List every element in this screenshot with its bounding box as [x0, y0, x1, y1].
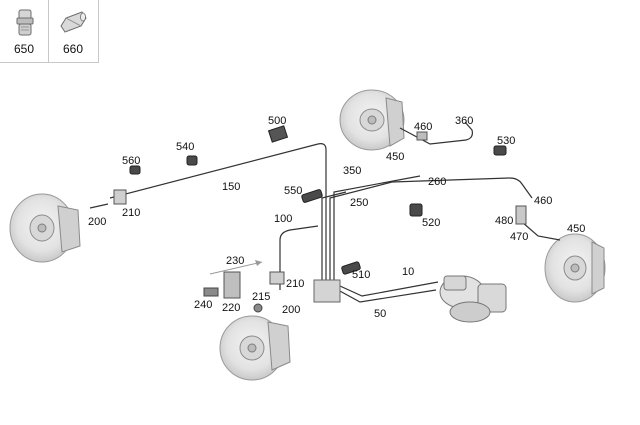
callout-550[interactable]: 550	[284, 185, 302, 197]
callout-labels: 500 540 560 150 210 200 460 360 450 530 …	[88, 115, 585, 320]
brake-line-150	[109, 143, 327, 282]
plug-icon[interactable]	[15, 8, 35, 38]
bracket-220[interactable]	[223, 271, 241, 299]
connector-480[interactable]	[515, 205, 527, 225]
accessory-parts-panel: 650 660	[0, 0, 99, 63]
master-cylinder[interactable]	[439, 275, 507, 323]
callout-200-left[interactable]: 200	[88, 216, 106, 228]
brake-disc-rear-right[interactable]	[544, 233, 606, 303]
bolt-215[interactable]	[253, 303, 263, 313]
callout-260[interactable]: 260	[428, 176, 446, 188]
brake-line-350	[333, 175, 421, 282]
callout-540[interactable]: 540	[176, 141, 194, 153]
callout-470[interactable]: 470	[510, 231, 528, 243]
brake-line-360	[399, 121, 473, 145]
bolt-240[interactable]	[203, 287, 219, 297]
distribution-block[interactable]	[313, 279, 341, 303]
callout-230[interactable]: 230	[226, 255, 244, 267]
brake-line-450b	[521, 221, 561, 241]
callout-200-center[interactable]: 200	[282, 304, 300, 316]
connector-460a[interactable]	[416, 131, 428, 141]
callout-215[interactable]: 215	[252, 291, 270, 303]
callout-500[interactable]: 500	[268, 115, 286, 127]
clip-510[interactable]	[341, 261, 361, 275]
panel-divider	[48, 0, 49, 62]
arrow-230	[209, 260, 263, 275]
clip-530[interactable]	[493, 145, 507, 156]
brake-disc-rear-left[interactable]	[219, 315, 291, 381]
callout-210-center[interactable]: 210	[286, 278, 304, 290]
callout-150[interactable]: 150	[222, 181, 240, 193]
callout-460-top[interactable]: 460	[414, 121, 432, 133]
callout-520[interactable]: 520	[422, 217, 440, 229]
callout-450-top[interactable]: 450	[386, 151, 404, 163]
clip-550[interactable]	[301, 189, 323, 203]
callout-100[interactable]: 100	[274, 213, 292, 225]
callout-510[interactable]: 510	[352, 269, 370, 281]
bracket-500[interactable]	[267, 125, 289, 143]
callout-10[interactable]: 10	[402, 266, 414, 278]
brake-disc-front-right[interactable]	[339, 89, 405, 151]
callout-210-left[interactable]: 210	[122, 207, 140, 219]
thumb-label-660[interactable]: 660	[62, 42, 84, 56]
callout-220[interactable]: 220	[222, 302, 240, 314]
callout-250[interactable]: 250	[350, 197, 368, 209]
brake-line-100	[279, 225, 319, 290]
thumb-label-650[interactable]: 650	[13, 42, 35, 56]
brake-disc-front-left[interactable]	[9, 193, 81, 263]
callout-450-right[interactable]: 450	[567, 223, 585, 235]
callout-350[interactable]: 350	[343, 165, 361, 177]
callout-460-right[interactable]: 460	[534, 195, 552, 207]
brake-lines	[89, 121, 561, 303]
callout-240[interactable]: 240	[194, 299, 212, 311]
callout-360[interactable]: 360	[455, 115, 473, 127]
clip-520[interactable]	[409, 203, 423, 217]
brake-line-260	[329, 177, 533, 282]
bracket-210a[interactable]	[113, 189, 127, 205]
clip-540[interactable]	[186, 155, 198, 166]
hex-fitting-icon[interactable]	[58, 8, 88, 38]
callout-480[interactable]: 480	[495, 215, 513, 227]
callout-50[interactable]: 50	[374, 308, 386, 320]
callout-560[interactable]: 560	[122, 155, 140, 167]
bracket-210b[interactable]	[269, 271, 285, 285]
brake-line-200a	[89, 203, 109, 209]
clip-560[interactable]	[129, 165, 141, 175]
brake-line-250	[321, 191, 347, 282]
brake-line-10	[339, 281, 439, 297]
brake-line-50	[337, 289, 437, 303]
callout-530[interactable]: 530	[497, 135, 515, 147]
